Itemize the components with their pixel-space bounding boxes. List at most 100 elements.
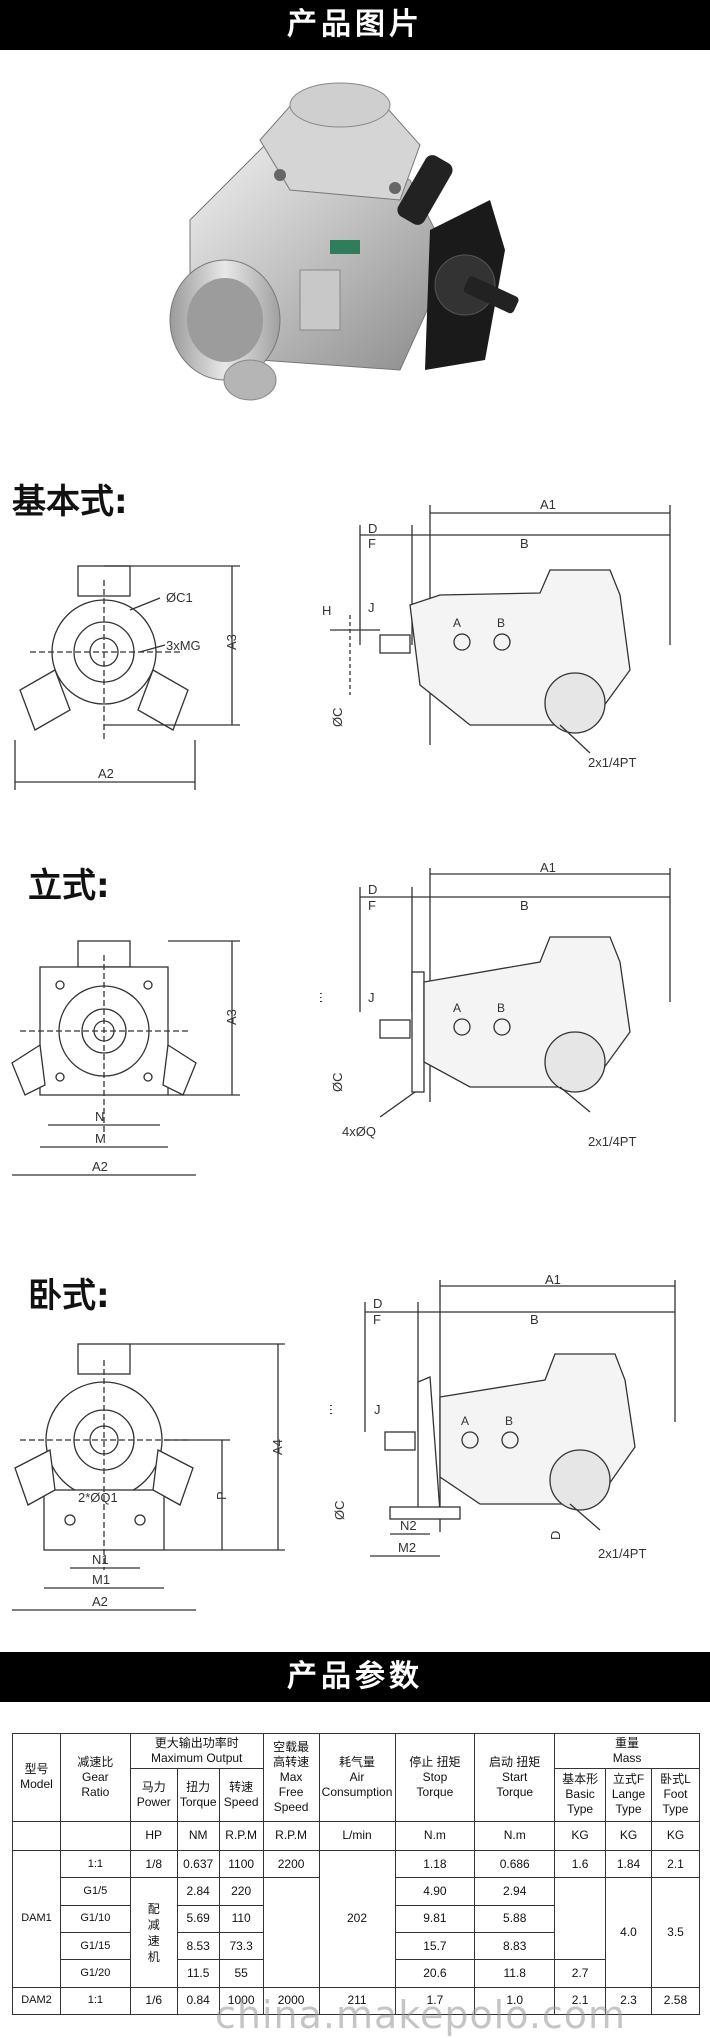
label-mg: 3xMG [166,638,201,653]
label-a2: A2 [98,766,114,781]
label-port-a-h: A [461,1414,469,1428]
table-cell: 110 [218,1904,264,1934]
table-cell: 0.84 [176,1986,220,2016]
label-pt-h: 2x1/4PT [598,1546,646,1561]
table-cell: 1.7 [394,1986,476,2016]
table-cell: 1:1 [59,1986,131,2016]
table-cell: 2.3 [605,1986,652,2016]
unit-nm: NM [176,1820,220,1852]
table-cell: 1/6 [129,1986,178,2016]
label-a1: A1 [540,497,556,512]
label-c-v: ØC [330,1073,345,1093]
table-cell: 2200 [262,1850,320,1879]
label-a4: A4 [270,1439,285,1455]
label-b-h: B [530,1312,539,1327]
table-cell: 1000 [218,1986,264,2016]
table-cell: G1/20 [59,1959,131,1988]
label-pt-v: 2x1/4PT [588,1134,636,1149]
table-cell: 211 [318,1986,396,2016]
horizontal-side-view: A1 F B D E J A B ØC N2 M2 D 2x1/4PT [330,1272,676,1561]
label-c1: ØC1 [166,590,193,605]
table-cell: 2.84 [176,1877,220,1906]
label-m: M [95,1131,106,1146]
table-cell: 9.81 [394,1904,476,1934]
label-a2-h: A2 [92,1594,108,1609]
label-a2-v: A2 [92,1159,108,1174]
label-p: P [214,1491,229,1500]
vertical-front-view: A3 N M A2 [11,940,240,1176]
table-cell: 2.94 [474,1877,556,1906]
table-cell: 202 [318,1850,396,1988]
table-cell: 2.1 [650,1850,701,1879]
table-cell: 20.6 [394,1959,476,1988]
table-cell: 1.18 [394,1850,476,1879]
label-n1: N1 [92,1552,109,1567]
label-d-foot: D [548,1531,563,1540]
vertical-side-view: A1 F B D E J A B ØC 4xØQ 2x1/4PT [320,862,671,1149]
table-cell: 2.58 [650,1986,701,2016]
table-cell: 5.69 [176,1904,220,1934]
basic-side-view: A1 F B D H E J A B ØC 2x1/4PT [322,497,671,770]
label-q: 4xØQ [342,1124,376,1139]
table-cell: 2.1 [554,1986,607,2016]
label-m1: M1 [92,1572,110,1587]
label-f-v: F [368,898,376,913]
label-b-v: B [520,898,529,913]
table-cell: 1100 [218,1850,264,1879]
table-cell: 4.0 [605,1877,652,1988]
label-a1-v: A1 [540,862,556,875]
model-dam1: DAM1 [12,1850,61,1988]
table-cell: 1/8 [129,1850,178,1879]
table-cell: 5.88 [474,1904,556,1934]
basic-front-view: ØC1 3xMG A3 A2 [14,565,240,790]
label-e-v: E [320,990,323,1005]
table-cell: G1/5 [59,1877,131,1906]
table-cell: 8.53 [176,1932,220,1961]
banner-product-photo: 产品图片 [0,0,710,50]
label-n2: N2 [400,1518,417,1533]
label-a3: A3 [224,634,239,650]
table-cell: 55 [218,1959,264,1988]
label-port-a: A [453,616,461,630]
table-cell: G1/10 [59,1904,131,1934]
label-c-h: ØC [332,1501,347,1521]
table-cell: 1.84 [605,1850,652,1879]
label-c: ØC [330,708,345,728]
label-d-v: D [368,882,377,897]
label-f-h: F [373,1312,381,1327]
table-cell: 15.7 [394,1932,476,1961]
unit-start: N.m [474,1820,556,1852]
label-j-v: J [368,990,375,1005]
label-pt: 2x1/4PT [588,755,636,770]
unit-kg-basic: KG [554,1820,607,1852]
label-e-h: E [330,1402,333,1417]
label-d-h: D [373,1296,382,1311]
label-n: N [95,1109,104,1124]
table-cell: 11.5 [176,1959,220,1988]
horizontal-front-view: A4 P 2*ØQ1 N1 M1 A2 [12,1343,285,1611]
table-cell: 2000 [262,1986,320,2016]
label-j: J [368,600,375,615]
table-cell: 220 [218,1877,264,1906]
label-b: B [520,536,529,551]
label-h: H [322,603,331,618]
label-port-b-h: B [505,1414,513,1428]
section-horizontal-title: 卧式: [28,1276,110,1316]
unit-stop: N.m [394,1820,476,1852]
section-basic-title: 基本式: [12,482,128,522]
label-q1: 2*ØQ1 [78,1490,118,1505]
unit-rpm: R.P.M [218,1820,264,1852]
label-f: F [368,536,376,551]
unit-hp: HP [129,1820,178,1852]
section-vertical-title: 立式: [28,866,110,906]
